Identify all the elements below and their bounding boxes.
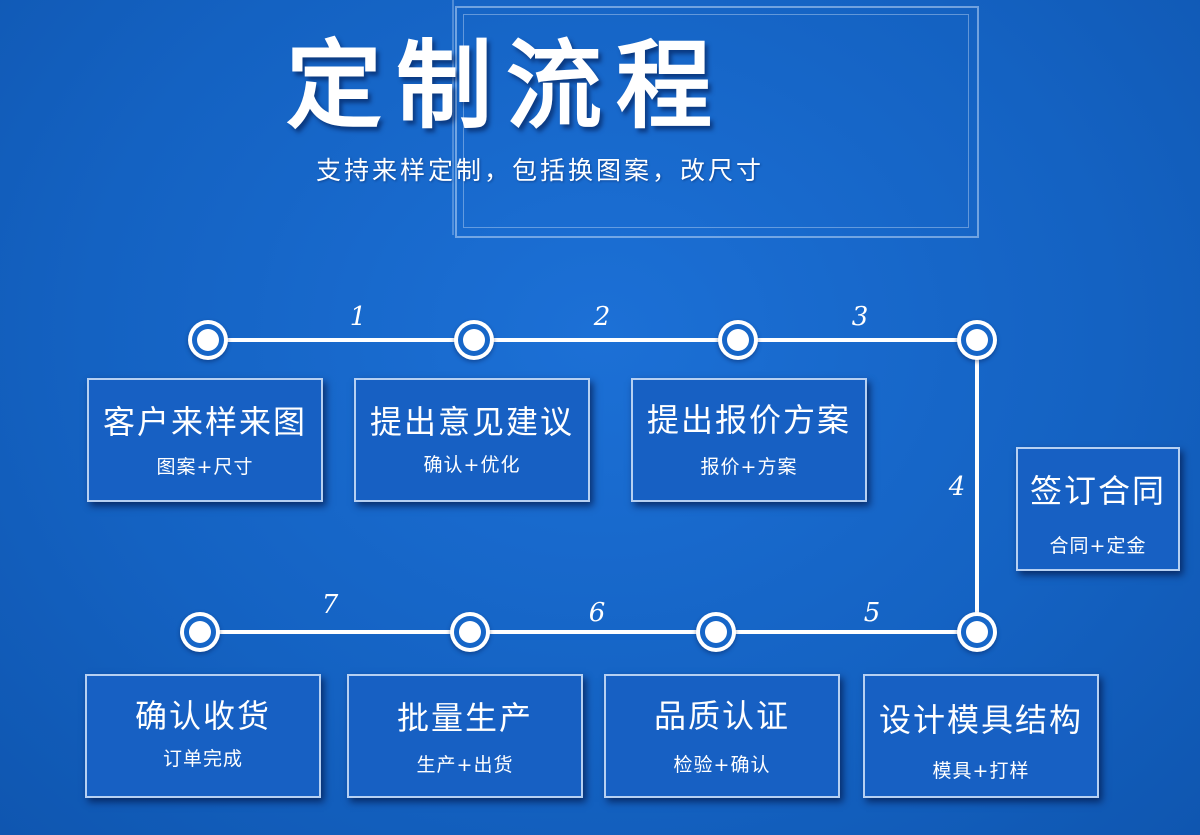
step-title: 客户来样来图 [102,403,307,441]
step-subtitle: 模具+打样 [932,760,1030,782]
step-card-receipt: 确认收货 订单完成 [85,674,321,798]
step-number-2: 2 [593,302,611,332]
step-number-3: 3 [851,302,869,332]
step-subtitle: 图案+尺寸 [156,456,254,478]
step-card-quality: 品质认证 检验+确认 [604,674,840,798]
step-number-7: 7 [321,590,339,620]
step-subtitle: 生产+出货 [416,754,514,776]
page-title: 定制流程 [286,30,726,142]
path-node [957,320,997,360]
path-node [696,612,736,652]
step-subtitle: 检验+确认 [673,754,771,776]
step-number-4: 4 [948,472,966,502]
path-node [957,612,997,652]
path-node [180,612,220,652]
step-card-mold: 设计模具结构 模具+打样 [863,674,1099,798]
path-node [450,612,490,652]
step-number-1: 1 [349,302,367,332]
step-title: 品质认证 [653,697,790,735]
page-subtitle: 支持来样定制，包括换图案，改尺寸 [316,156,765,185]
step-card-production: 批量生产 生产+出货 [347,674,583,798]
step-title: 提出报价方案 [646,401,851,439]
decorative-frame-edge [452,0,454,235]
step-subtitle: 订单完成 [162,748,243,770]
step-subtitle: 报价+方案 [700,456,798,478]
step-title: 批量生产 [396,699,533,737]
path-node [454,320,494,360]
step-title: 确认收货 [134,697,271,735]
step-subtitle: 确认+优化 [423,454,521,476]
decorative-frame-inner [463,14,969,228]
path-node [188,320,228,360]
step-title: 设计模具结构 [878,701,1083,739]
step-subtitle: 合同+定金 [1049,535,1147,557]
step-card-suggestions: 提出意见建议 确认+优化 [354,378,590,502]
step-card-contract: 签订合同 合同+定金 [1016,447,1180,571]
step-number-5: 5 [863,598,881,628]
step-card-quote: 提出报价方案 报价+方案 [631,378,867,502]
step-number-6: 6 [588,598,606,628]
path-node [718,320,758,360]
decorative-frame-outer [455,6,979,238]
step-title: 签订合同 [1029,472,1166,510]
step-card-sample: 客户来样来图 图案+尺寸 [87,378,323,502]
step-title: 提出意见建议 [369,403,574,441]
